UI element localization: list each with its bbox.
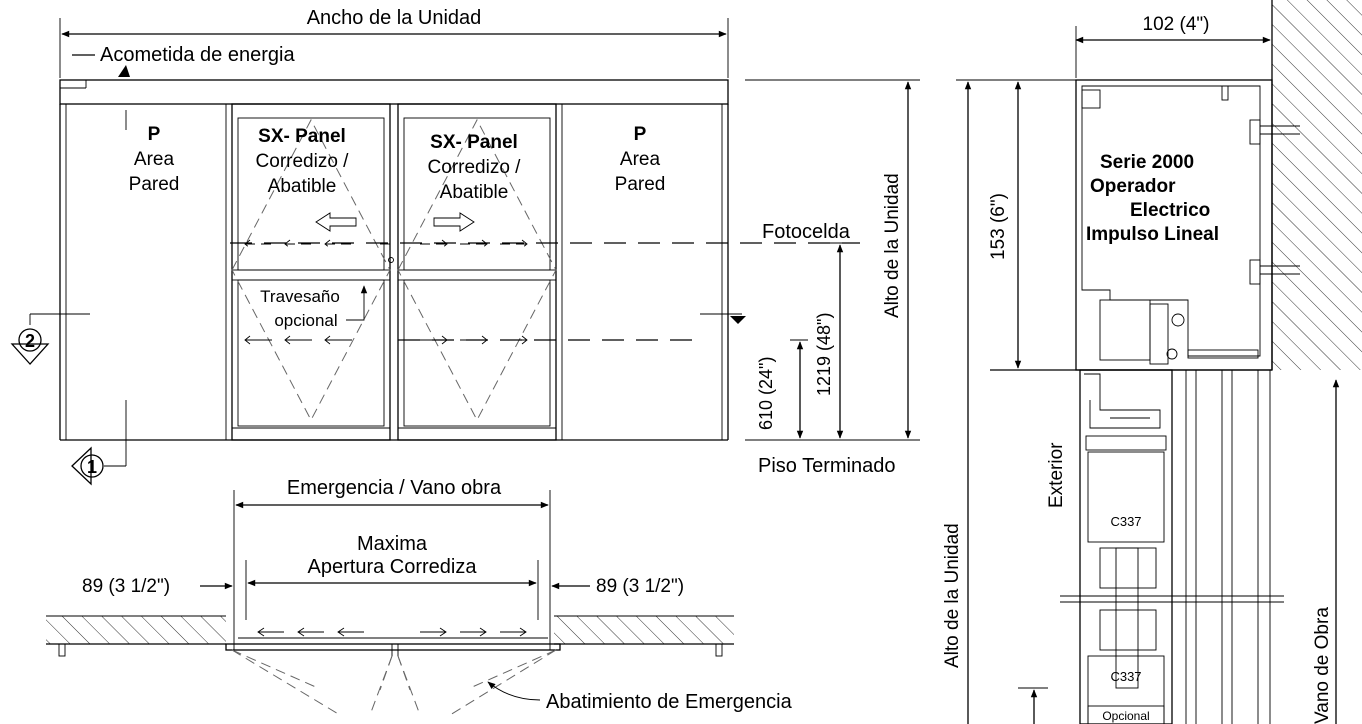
- max-opening-label-2: Apertura Corrediza: [308, 556, 478, 578]
- sensor-pattern-upper: [244, 239, 528, 249]
- sx-panel-left-corredizo: Corredizo /: [256, 151, 350, 172]
- right-wall-p: P: [634, 124, 647, 145]
- emergency-opening-label: Emergencia / Vano obra: [287, 477, 502, 499]
- sx-panel-right-corredizo: Corredizo /: [428, 157, 522, 178]
- rough-opening-label: Vano de Obra: [1312, 607, 1333, 724]
- slide-left-arrow: [315, 212, 357, 232]
- section-marker-2-label: 2: [25, 331, 35, 351]
- plan-view: Emergencia / Vano obra Maxima Apertura C…: [46, 477, 793, 716]
- plan-wall-right: [554, 616, 734, 644]
- photocell-label: Fotocelda: [762, 221, 851, 243]
- door-header: [59, 79, 729, 105]
- sliding-panel-right: [397, 103, 557, 441]
- c337-lower-label: C337: [1110, 669, 1141, 684]
- exterior-label: Exterior: [1046, 442, 1067, 508]
- right-offset-label: 89 (3 1/2"): [596, 576, 684, 597]
- unit-height-label: Alto de la Unidad: [882, 173, 903, 318]
- power-feed-marker: [118, 65, 130, 77]
- plan-wall-left: [46, 616, 226, 644]
- operator-electric: Electrico: [1130, 200, 1210, 221]
- section-view: 102 (4") Serie 2000 Operador Electrico I…: [942, 0, 1362, 724]
- slide-right-arrow: [433, 212, 475, 232]
- right-wall-area: Area: [620, 149, 661, 170]
- unit-width-label: Ancho de la Unidad: [307, 7, 482, 29]
- left-wall-area: Area: [134, 149, 175, 170]
- dim-1219-label: 1219 (48"): [814, 313, 834, 396]
- transom-label: Travesaño: [260, 287, 340, 306]
- c337-upper-label: C337: [1110, 514, 1141, 529]
- section-marker-1-label: 1: [87, 457, 97, 477]
- section-marker-1: [80, 454, 104, 478]
- operator-linear: Impulso Lineal: [1086, 224, 1219, 245]
- plan-door-track: [225, 643, 561, 651]
- operator-word: Operador: [1090, 176, 1176, 197]
- c337-lower-profile: [1087, 655, 1165, 724]
- transom-optional-label: opcional: [274, 311, 337, 330]
- front-elevation: Ancho de la Unidad Acometida de energia: [10, 7, 920, 486]
- left-wall-p: P: [148, 124, 161, 145]
- sx-panel-left-title: SX- Panel: [258, 126, 346, 147]
- emergency-swing-label: Abatimiento de Emergencia: [546, 691, 793, 713]
- sx-panel-left-abatible: Abatible: [268, 176, 337, 197]
- right-wall-pared: Pared: [615, 174, 666, 195]
- left-offset-label: 89 (3 1/2"): [82, 576, 170, 597]
- section-marker-2: [18, 328, 42, 352]
- sx-panel-right-title: SX- Panel: [430, 132, 518, 153]
- operator-series: Serie 2000: [1100, 152, 1194, 173]
- left-wall-pared: Pared: [129, 174, 180, 195]
- section-wall-hatch: [1272, 0, 1362, 370]
- dim-153-label: 153 (6"): [988, 193, 1009, 260]
- dim-102-label: 102 (4"): [1143, 14, 1210, 35]
- max-opening-label-1: Maxima: [357, 533, 428, 555]
- power-feed-label: Acometida de energia: [100, 44, 295, 66]
- finished-floor-label: Piso Terminado: [758, 455, 895, 477]
- c337-upper-profile: [1087, 451, 1165, 543]
- optional-label: Opcional: [1102, 709, 1149, 723]
- sx-panel-right-abatible: Abatible: [440, 182, 509, 203]
- section-unit-height-label: Alto de la Unidad: [942, 523, 963, 668]
- dim-610-label: 610 (24"): [756, 357, 776, 430]
- door-section-frame: [1079, 369, 1173, 724]
